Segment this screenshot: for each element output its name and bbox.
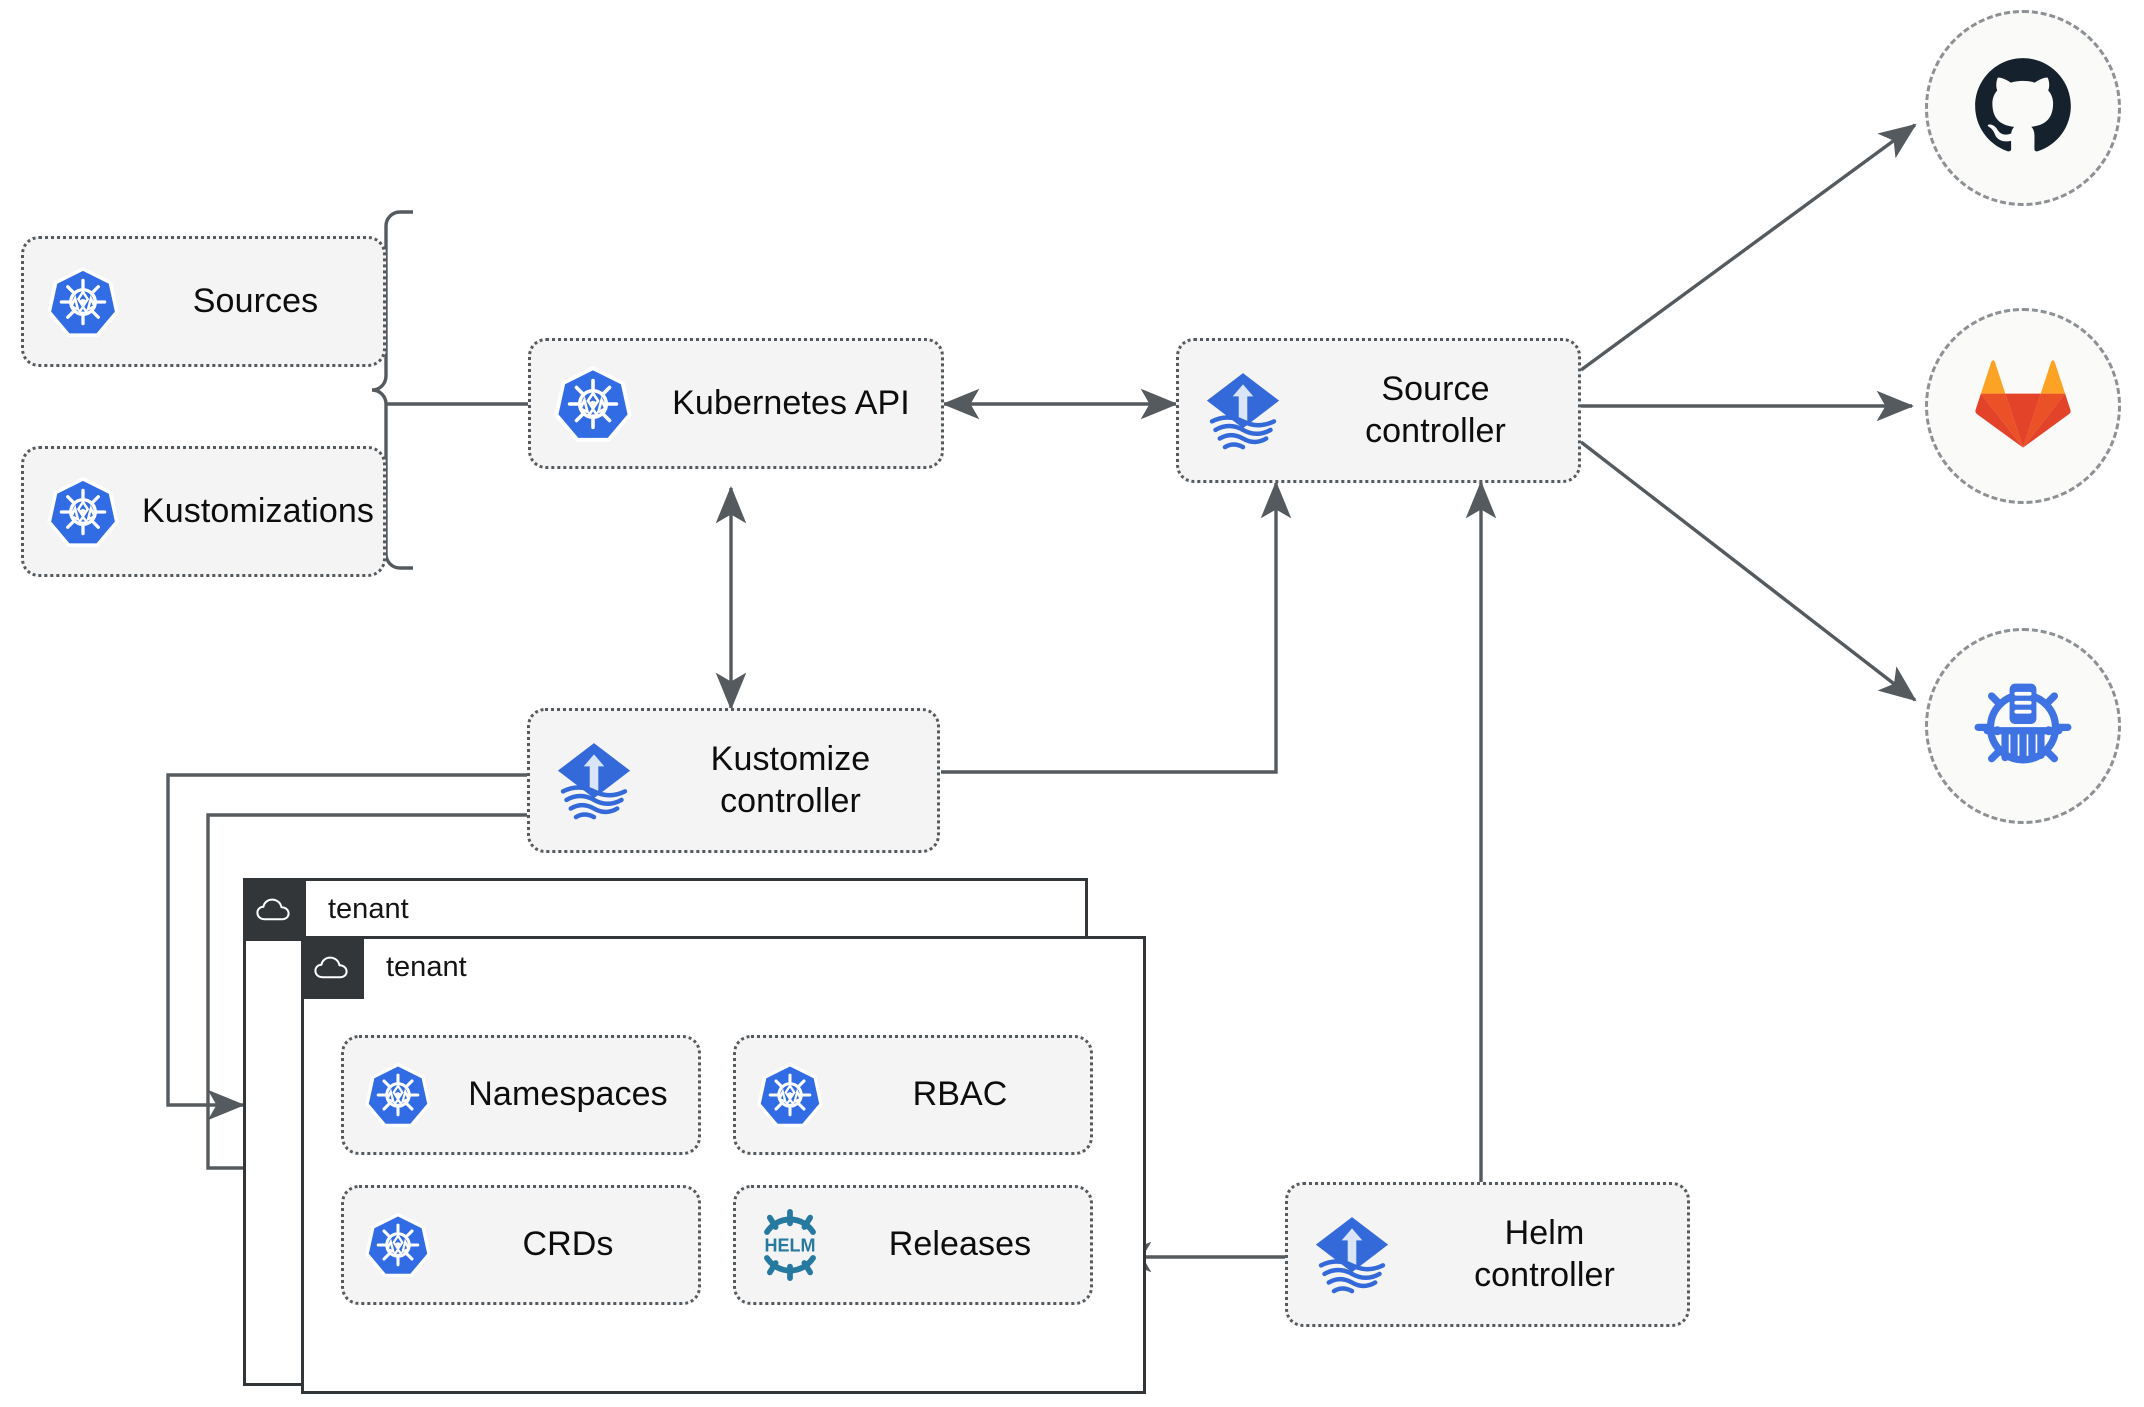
provider-gitlab[interactable] [1925, 308, 2121, 504]
node-label-line1: Kustomize [710, 740, 871, 779]
gitlab-icon [1971, 352, 2075, 461]
node-label-line2: controller [720, 781, 861, 820]
edge-source-to-github [1579, 123, 1917, 372]
cloud-icon [301, 936, 364, 999]
edge-source-to-helm-repo [1579, 440, 1917, 702]
kubernetes-icon [24, 266, 142, 338]
tenant-label: tenant [328, 893, 409, 925]
node-label: Kustomizations [142, 491, 374, 530]
helm-icon [736, 1209, 844, 1281]
kubernetes-icon [531, 365, 655, 443]
node-label: Kustomize controller [658, 739, 937, 822]
tenant-header: tenant [243, 878, 409, 941]
node-label-line1: Source [1381, 370, 1490, 409]
node-kustomize-controller[interactable]: Kustomize controller [527, 708, 940, 853]
flux-icon [530, 738, 658, 824]
node-label: Kubernetes API [672, 383, 910, 422]
flux-icon [1179, 368, 1307, 454]
flux-icon [1288, 1212, 1416, 1298]
node-helm-controller[interactable]: Helm controller [1285, 1182, 1690, 1327]
provider-helm-repository[interactable] [1925, 628, 2121, 824]
node-label: Source controller [1307, 369, 1578, 452]
node-sources[interactable]: Sources [21, 236, 386, 367]
node-rbac[interactable]: RBAC [733, 1035, 1093, 1155]
provider-github[interactable] [1925, 10, 2121, 206]
helm-repository-icon [1967, 668, 2079, 785]
cloud-icon [243, 878, 306, 941]
tenant-box-inner[interactable]: tenant [301, 936, 1146, 1394]
github-icon [1971, 54, 2075, 163]
node-crds[interactable]: CRDs [341, 1185, 701, 1305]
kubernetes-icon [344, 1212, 452, 1278]
node-kustomizations[interactable]: Kustomizations [21, 446, 386, 577]
edge-kustomize-to-source [941, 480, 1292, 774]
node-label: Helm controller [1416, 1213, 1687, 1296]
node-releases[interactable]: Releases [733, 1185, 1093, 1305]
kubernetes-icon [24, 476, 142, 548]
kubernetes-icon [344, 1062, 452, 1128]
node-label: RBAC [912, 1075, 1008, 1114]
node-kubernetes-api[interactable]: Kubernetes API [528, 338, 944, 469]
node-label-line2: controller [1365, 411, 1506, 450]
node-label-line1: Helm [1504, 1214, 1585, 1253]
node-label: Sources [192, 281, 319, 320]
tenant-label: tenant [386, 951, 467, 983]
node-label: CRDs [522, 1225, 614, 1264]
node-label-line2: controller [1474, 1255, 1615, 1294]
node-source-controller[interactable]: Source controller [1176, 338, 1581, 483]
node-label: Namespaces [468, 1075, 668, 1114]
kubernetes-icon [736, 1062, 844, 1128]
node-namespaces[interactable]: Namespaces [341, 1035, 701, 1155]
tenant-header: tenant [301, 936, 467, 999]
node-label: Releases [888, 1225, 1032, 1264]
